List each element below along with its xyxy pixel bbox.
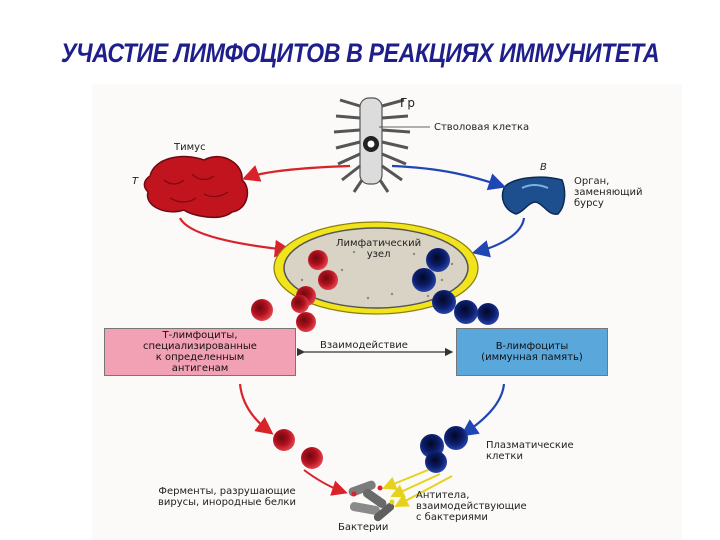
t-lymphocyte <box>291 295 309 313</box>
bursa-label: Орган, заменяющий бурсу <box>574 176 643 209</box>
stem-cell-label: Стволовая клетка <box>434 122 530 133</box>
lymph-node-label: Лимфатический узел <box>336 238 422 260</box>
thymus-icon <box>143 155 249 219</box>
t-lymphocyte <box>251 299 273 321</box>
t-marker: Т <box>132 176 139 187</box>
t-lymphocytes-text: Т-лимфоциты, специализированные к опреде… <box>143 330 257 374</box>
b-lymphocyte <box>412 268 436 292</box>
b-marker: В <box>540 162 547 173</box>
plasma-cell <box>444 426 468 450</box>
lymphocyte-diagram: Гр Стволовая клетка Тимус Т В Орган, зам… <box>92 84 682 540</box>
enzymes-label: Ферменты, разрушающие вирусы, инородные … <box>158 486 296 508</box>
b-lymphocytes-box: В-лимфоциты (иммунная память) <box>456 328 608 376</box>
plasma-cell <box>425 451 447 473</box>
bursa-organ-icon <box>501 176 566 215</box>
t-lymphocyte <box>296 312 316 332</box>
plasma-cells-label: Плазматические клетки <box>486 440 574 462</box>
b-lymphocyte <box>477 303 499 325</box>
slide-title: УЧАСТИЕ ЛИМФОЦИТОВ В РЕАКЦИЯХ ИММУНИТЕТА <box>60 38 660 68</box>
b-lymphocytes-text: В-лимфоциты (иммунная память) <box>481 341 583 363</box>
t-lymphocytes-box: Т-лимфоциты, специализированные к опреде… <box>104 328 296 376</box>
thymus-label: Тимус <box>174 142 206 153</box>
antibodies-label: Антитела, взаимодействующие с бактериями <box>416 490 527 523</box>
b-lymphocyte <box>454 300 478 324</box>
b-lymphocyte <box>426 248 450 272</box>
bacteria-label: Бактерии <box>338 522 389 533</box>
bone-marrow-label: Гр <box>400 96 415 110</box>
t-lymphocyte <box>318 270 338 290</box>
bacteria-icon <box>348 480 395 522</box>
t-lymphocyte <box>273 429 295 451</box>
t-lymphocyte <box>308 250 328 270</box>
t-lymphocyte <box>301 447 323 469</box>
diagram-graphics <box>143 97 566 522</box>
interaction-label: Взаимодействие <box>320 340 408 351</box>
stem-cell-icon <box>363 136 379 152</box>
b-lymphocyte <box>432 290 456 314</box>
